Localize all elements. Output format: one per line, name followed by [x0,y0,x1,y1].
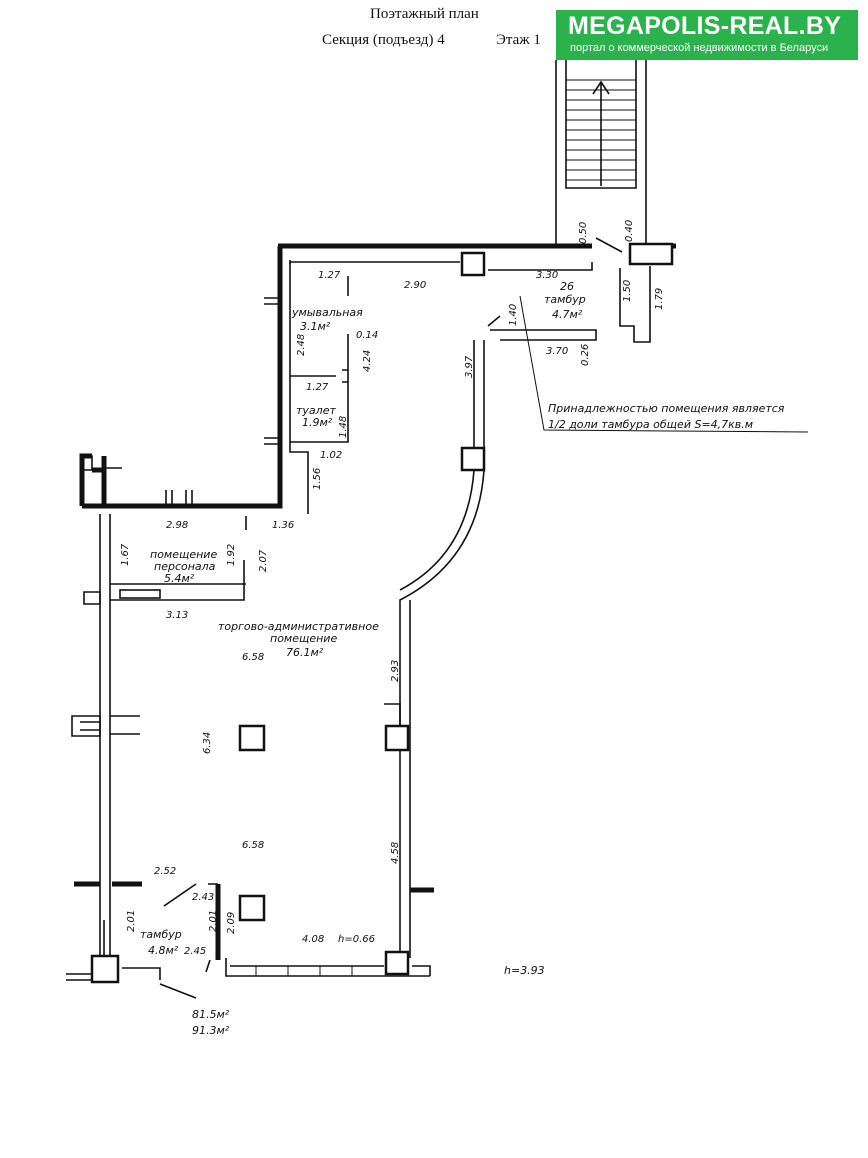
dim-label: 0.26 [580,344,591,366]
main-room-name-1: торгово-административное [218,620,379,633]
vestibule-bottom-name: тамбур [140,928,182,941]
total-height: h=3.93 [504,964,545,977]
dim-label: 1.67 [120,543,131,566]
dim-label: 3.30 [536,270,558,281]
dim-label: 0.40 [624,220,635,242]
washroom-area: 3.1м² [300,320,331,333]
dim-label: 2.48 [296,334,307,356]
vestibule-top-number: 26 [560,280,574,293]
section-label: Секция (подъезд) 4 [322,32,445,48]
dim-label: 6.58 [242,840,264,851]
dim-label: 2.98 [166,520,188,531]
staff-room-name-2: персонала [154,560,216,573]
dim-label: 4.58 [390,842,401,864]
dim-label: 2.43 [192,892,214,903]
staff-room-name-1: помещение [150,548,217,561]
logo-name: MEGAPOLIS-REAL.BY [568,12,842,40]
dim-label: 1.27 [318,270,341,281]
vestibule-bottom-area: 4.8м² [148,944,179,957]
dim-label: 1.50 [622,280,633,302]
dimension-labels: 1.27 2.90 3.30 0.50 0.40 1.40 1.50 1.79 … [120,220,665,957]
logo-tagline: портал о коммерческой недвижимости в Бел… [570,42,829,54]
walls [66,60,676,999]
plan-title: Поэтажный план [370,6,479,22]
dim-label: 2.90 [404,280,426,291]
dim-label: 1.92 [226,544,237,566]
dim-label: h=0.66 [338,934,375,945]
main-room-area: 76.1м² [286,646,324,659]
dim-label: 1.56 [312,468,323,490]
dim-label: 6.58 [242,652,264,663]
columns [90,242,674,984]
vestibule-top-area: 4.7м² [552,308,583,321]
toilet-name: туалет [296,404,336,417]
dim-label: 2.45 [184,946,206,957]
washroom-name: умывальная [291,306,363,319]
dim-label: 1.02 [320,450,342,461]
staff-room-area: 5.4м² [164,572,195,585]
dim-label: 4.08 [302,934,324,945]
dim-label: 1.36 [272,520,294,531]
total-area-1: 81.5м² [192,1008,230,1021]
dim-label: 2.01 [208,910,219,932]
dim-label: 1.40 [508,304,519,326]
dim-label: 2.93 [390,660,401,682]
dim-label: 1.79 [654,288,665,310]
note-line-2: 1/2 доли тамбура общей S=4,7кв.м [548,418,753,431]
room-labels: умывальная 3.1м² туалет 1.9м² помещение … [140,280,785,1037]
dim-label: 1.48 [338,416,349,438]
floor-label: Этаж 1 [496,32,541,48]
dim-label: 2.07 [258,549,269,572]
note-leader [519,295,809,433]
site-logo[interactable]: MEGAPOLIS-REAL.BY портал о коммерческой … [556,10,858,60]
dim-label: 3.13 [166,610,188,621]
note-line-1: Принадлежностью помещения является [548,402,785,415]
dim-label: 4.24 [362,350,373,372]
dim-label: 2.01 [126,910,137,932]
dim-label: 1.27 [306,382,329,393]
dim-label: 2.09 [226,912,237,934]
dim-label: 0.50 [578,222,589,244]
dim-label: 2.52 [154,866,176,877]
total-area-2: 91.3м² [192,1024,230,1037]
dim-label: 3.70 [546,346,568,357]
dim-label: 0.14 [356,330,378,341]
main-room-name-2: помещение [270,632,337,645]
dim-label: 6.34 [202,732,213,754]
vestibule-top-name: тамбур [544,293,586,306]
dim-label: 3.97 [464,355,475,378]
toilet-area: 1.9м² [302,416,333,429]
